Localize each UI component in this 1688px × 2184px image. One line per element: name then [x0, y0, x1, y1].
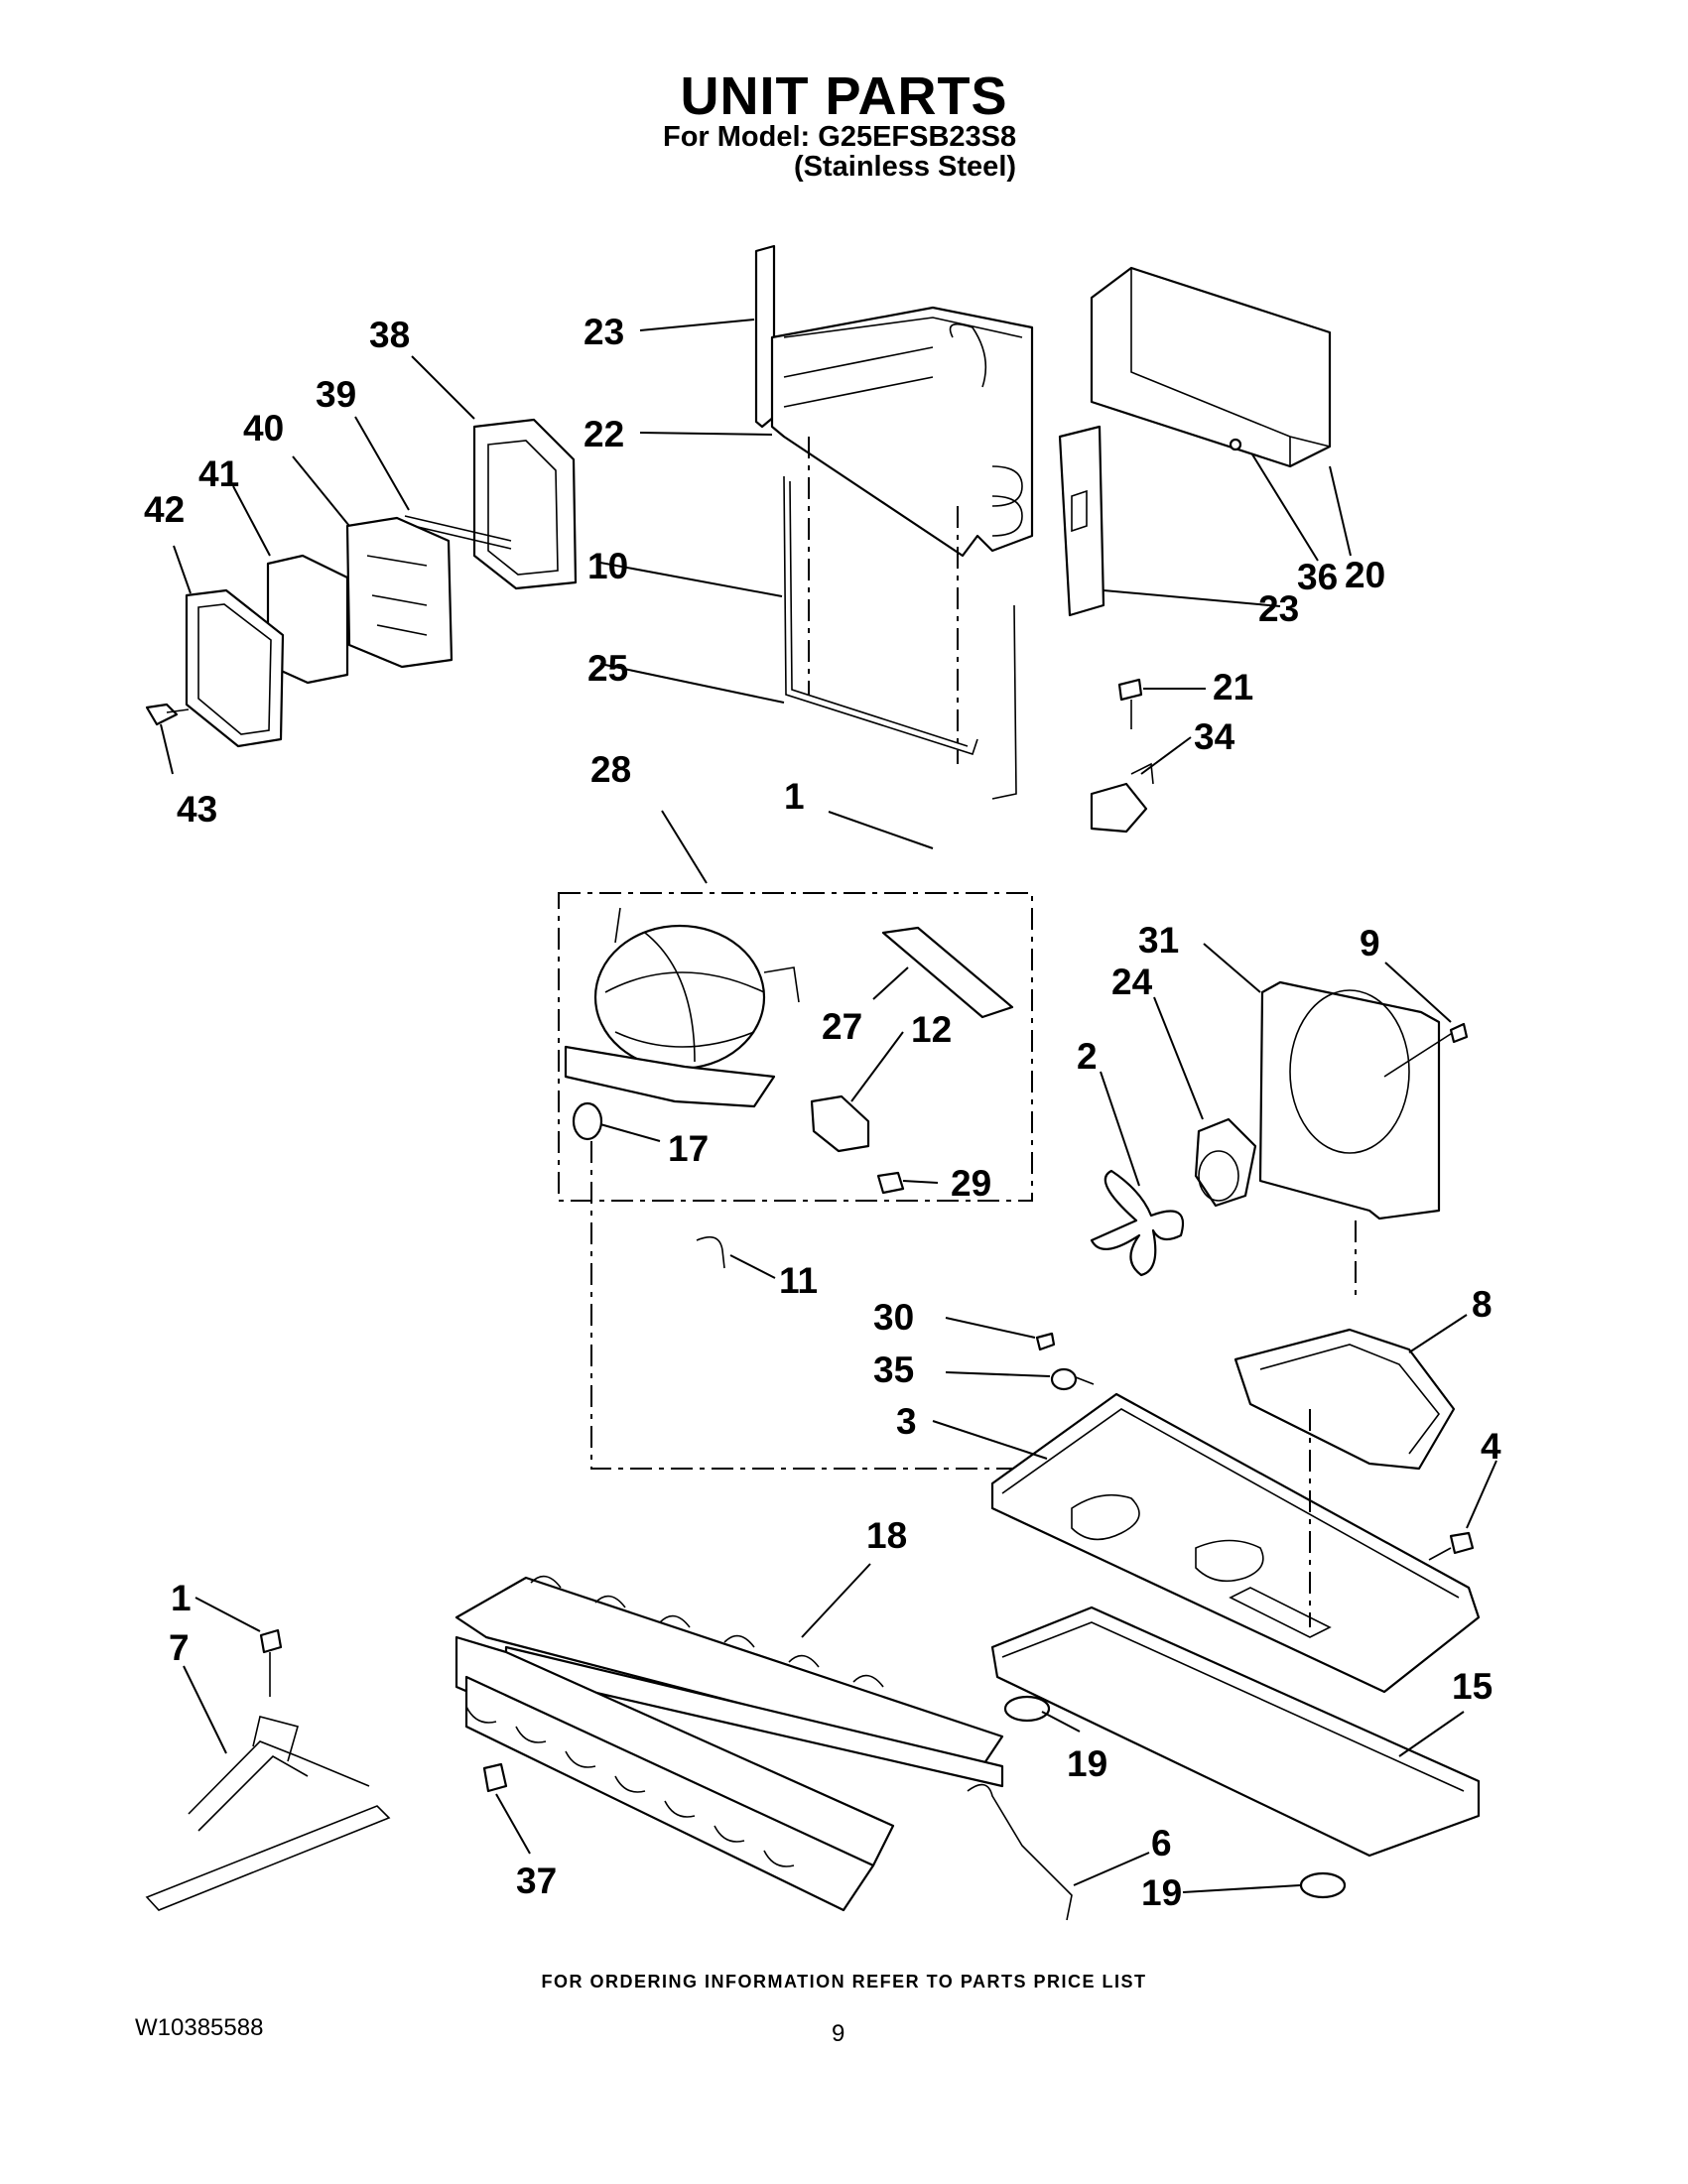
callout-4: 4 — [1481, 1426, 1501, 1467]
callout-36: 36 — [1297, 557, 1338, 597]
callout-28: 28 — [590, 749, 631, 790]
callout-19-lower: 19 — [1141, 1872, 1182, 1913]
callout-39: 39 — [316, 374, 356, 415]
callout-15: 15 — [1452, 1666, 1493, 1707]
callout-21: 21 — [1213, 667, 1253, 707]
callout-6: 6 — [1151, 1823, 1172, 1863]
tube-part — [967, 1783, 1073, 1921]
ordering-note: FOR ORDERING INFORMATION REFER TO PARTS … — [541, 1972, 1147, 1991]
condenser-coil — [454, 1575, 1004, 1912]
control-board-group — [145, 418, 578, 748]
document-number: W10385588 — [135, 2014, 264, 2041]
compressor-group — [558, 892, 1047, 1470]
callout-7: 7 — [169, 1627, 190, 1668]
page-number: 9 — [832, 2020, 845, 2047]
callout-3: 3 — [896, 1401, 917, 1442]
condenser-fan-group — [1090, 980, 1469, 1300]
callout-17: 17 — [668, 1128, 709, 1169]
callout-11: 11 — [779, 1260, 818, 1301]
callout-42: 42 — [144, 489, 185, 530]
callout-19-upper: 19 — [1067, 1743, 1107, 1784]
side-panel — [990, 1606, 1481, 1899]
callout-25: 25 — [587, 648, 628, 689]
callout-labels: 23 22 10 25 38 39 40 41 42 43 20 36 23 2… — [144, 312, 1501, 1913]
callout-22: 22 — [584, 414, 624, 454]
screw-and-bracket — [1090, 678, 1154, 834]
callout-43: 43 — [177, 789, 217, 830]
leader-lines — [160, 319, 1497, 1893]
callout-23: 23 — [584, 312, 624, 352]
callout-27: 27 — [822, 1006, 862, 1047]
callout-30: 30 — [873, 1297, 914, 1338]
callout-35: 35 — [873, 1349, 914, 1390]
callout-12: 12 — [911, 1009, 952, 1050]
finish-line: (Stainless Steel) — [794, 151, 1017, 183]
callout-18: 18 — [866, 1515, 907, 1556]
callout-31: 31 — [1138, 920, 1179, 961]
callout-24: 24 — [1111, 962, 1153, 1002]
callout-40: 40 — [243, 408, 284, 449]
callout-34: 34 — [1194, 716, 1235, 757]
callout-8: 8 — [1472, 1284, 1493, 1325]
clip-part — [482, 1762, 508, 1793]
callout-2: 2 — [1077, 1036, 1098, 1077]
power-cord-group — [145, 1628, 391, 1911]
page-title: UNIT PARTS — [680, 66, 1008, 126]
callout-1: 1 — [784, 776, 805, 817]
callout-41: 41 — [198, 453, 239, 494]
base-pan — [1234, 1328, 1456, 1471]
callout-9: 9 — [1360, 923, 1380, 964]
callout-37: 37 — [516, 1861, 557, 1901]
model-line: For Model: G25EFSB23S8 — [663, 121, 1017, 153]
small-parts — [696, 1235, 1095, 1391]
evaporator-assembly — [754, 244, 1105, 800]
callout-23-right: 23 — [1258, 588, 1299, 629]
duct-cover — [1090, 266, 1332, 468]
base-plate — [990, 1392, 1481, 1694]
callout-38: 38 — [369, 315, 410, 355]
callout-20: 20 — [1345, 555, 1385, 595]
callout-10: 10 — [587, 546, 628, 586]
callout-29: 29 — [951, 1163, 991, 1204]
callout-1-cord: 1 — [171, 1578, 192, 1618]
